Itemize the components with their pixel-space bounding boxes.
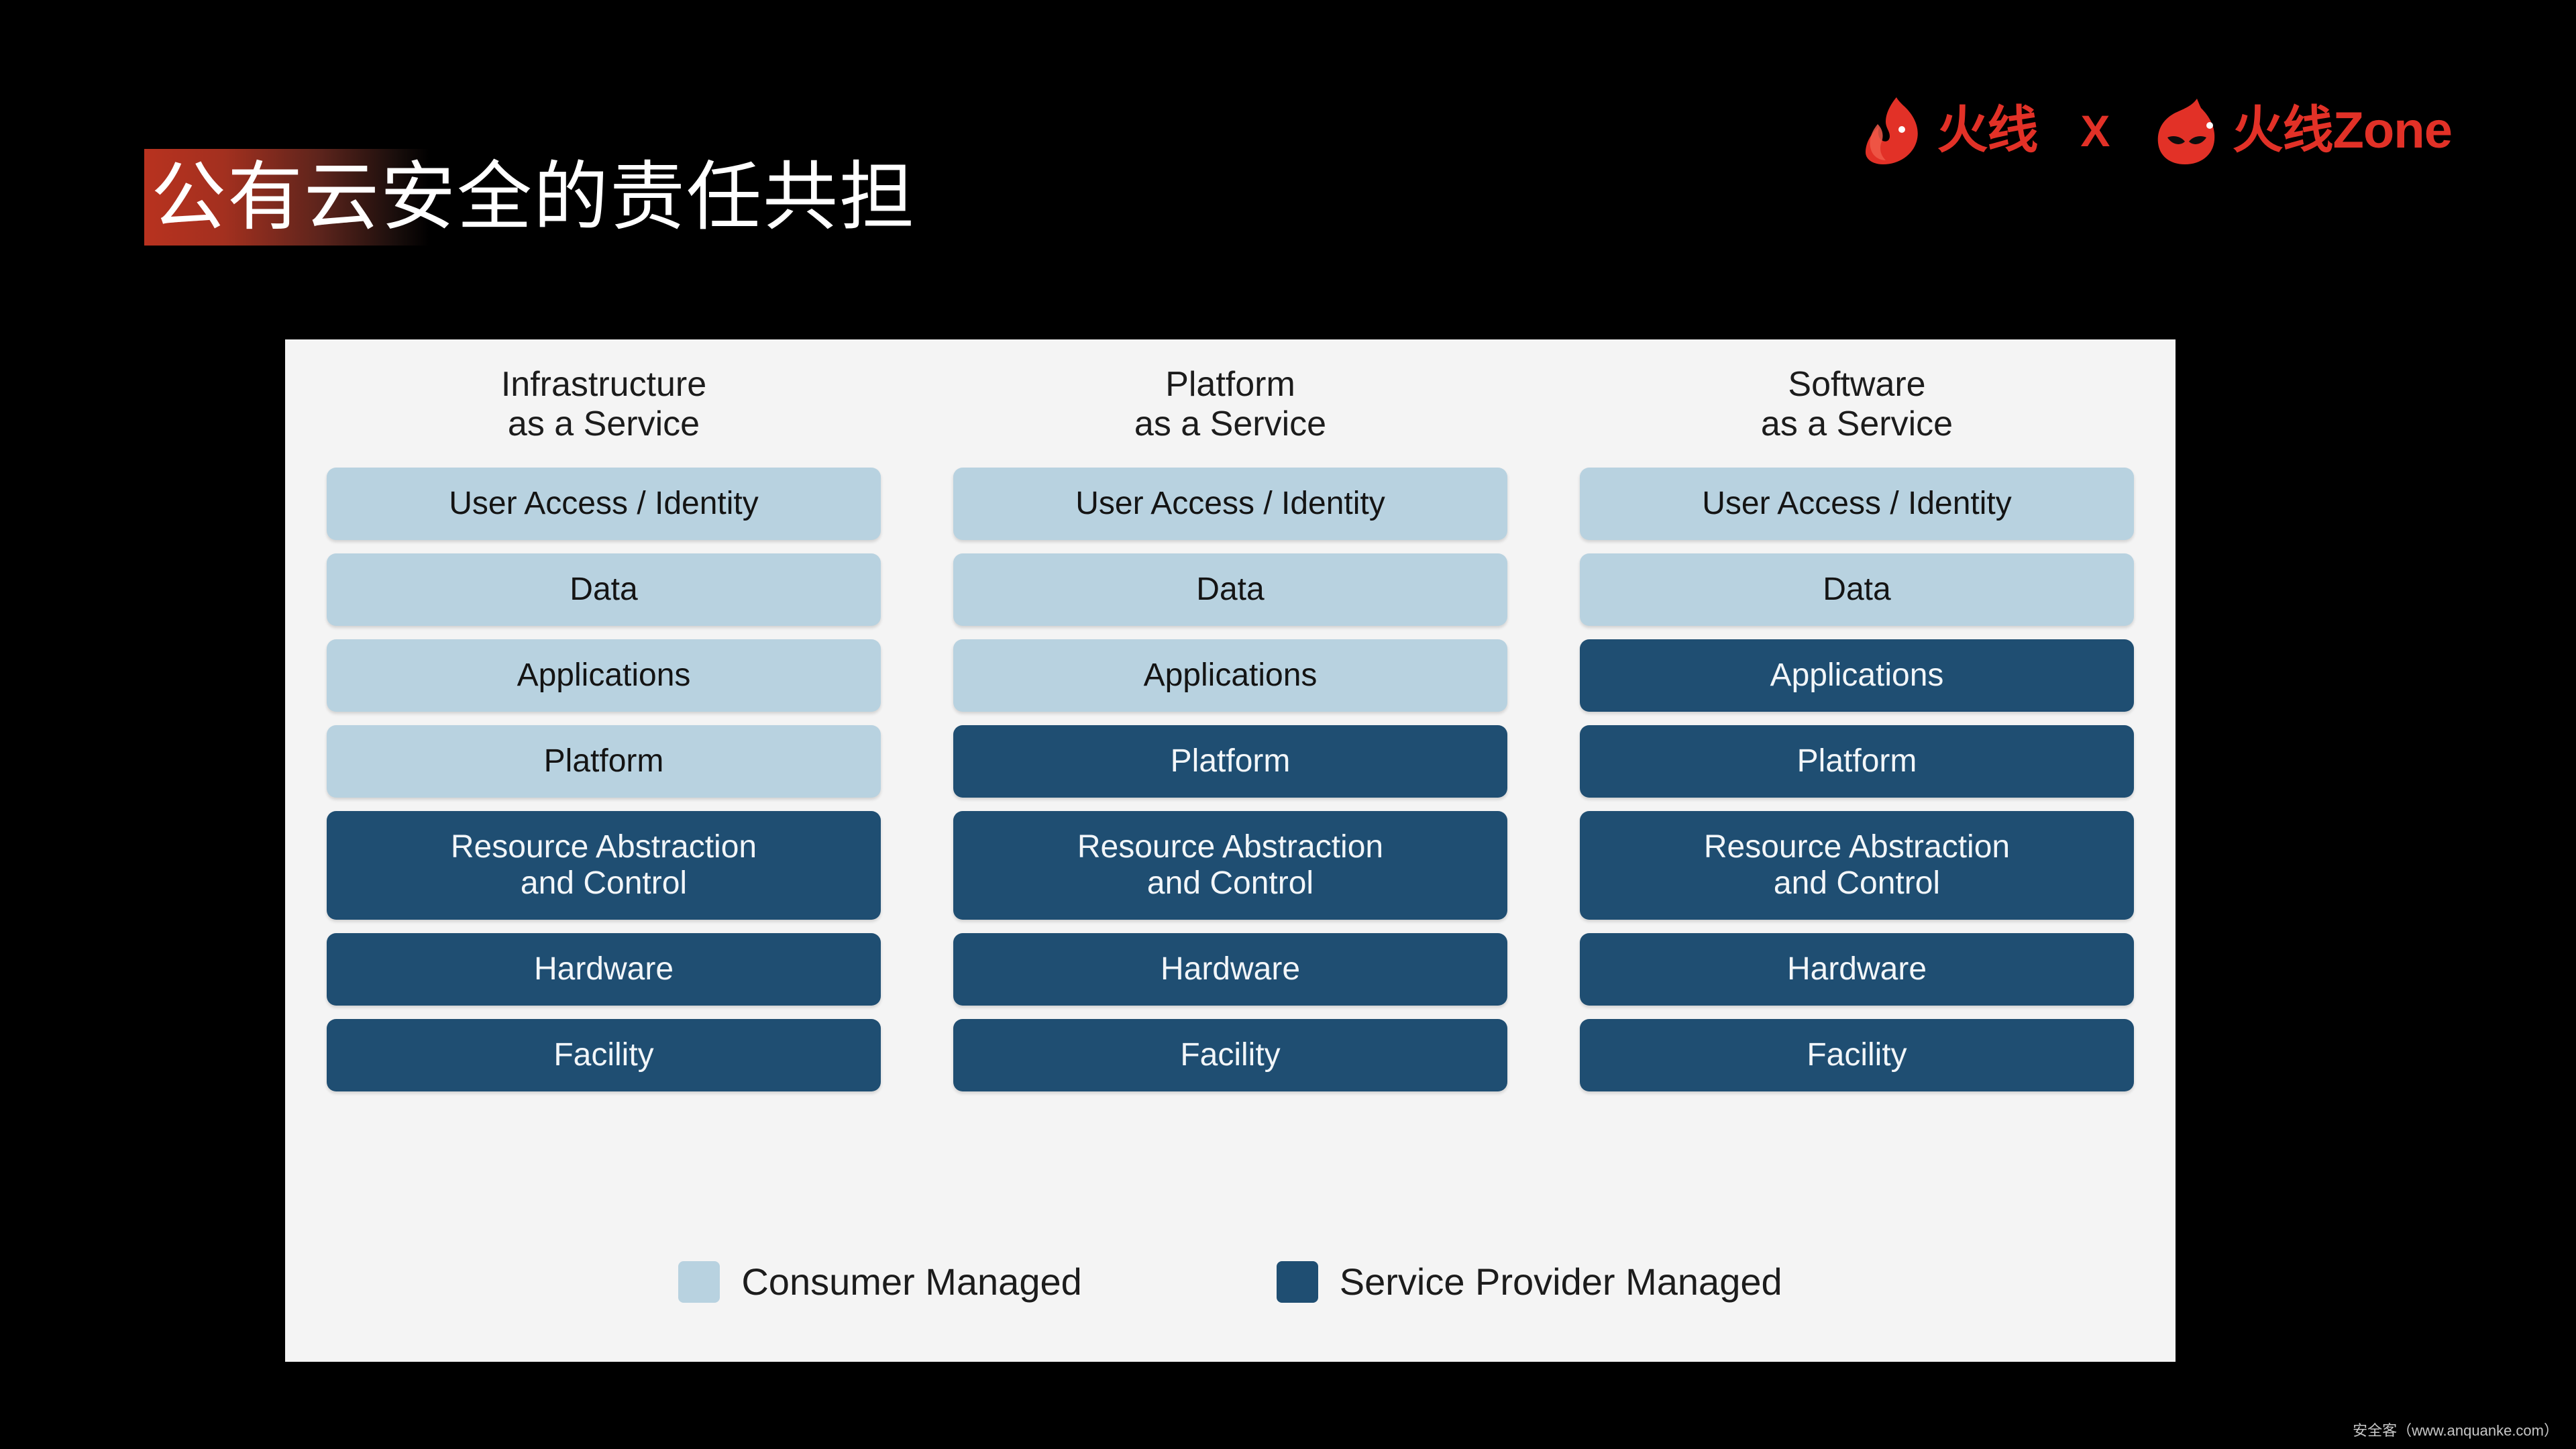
legend-item: Service Provider Managed: [1276, 1260, 1782, 1303]
column-header: Platform as a Service: [1134, 365, 1327, 444]
page-title: 公有云安全的责任共担: [151, 155, 916, 239]
legend-label: Service Provider Managed: [1339, 1260, 1782, 1303]
legend: Consumer Managed Service Provider Managed: [285, 1261, 2176, 1303]
logo-bar: 火线 X 火线Zone: [1860, 94, 2453, 168]
layer-box[interactable]: Resource Abstraction and Control: [953, 810, 1507, 920]
layer-box[interactable]: Applications: [327, 639, 881, 712]
layer-box[interactable]: Facility: [327, 1018, 881, 1091]
legend-swatch: [678, 1261, 720, 1303]
layer-box[interactable]: Hardware: [327, 932, 881, 1006]
layer-box[interactable]: Facility: [953, 1018, 1507, 1091]
flame-icon: [1860, 96, 1925, 166]
logo-huoxian-zone[interactable]: 火线Zone: [2153, 96, 2453, 166]
legend-item: Consumer Managed: [678, 1260, 1082, 1303]
column-header: Software as a Service: [1760, 365, 1953, 444]
title-block: 公有云安全的责任共担: [144, 149, 916, 246]
layer-box[interactable]: Applications: [1580, 639, 2134, 712]
layer-box[interactable]: Facility: [1580, 1018, 2134, 1091]
column-header: Infrastructure as a Service: [500, 365, 707, 444]
layer-box[interactable]: Data: [1580, 553, 2134, 626]
logo-huoxian-label: 火线: [1937, 102, 2038, 159]
layer-box[interactable]: Platform: [327, 724, 881, 798]
layer-box[interactable]: Platform: [953, 724, 1507, 798]
layer-box[interactable]: Applications: [953, 639, 1507, 712]
logo-huoxian[interactable]: 火线: [1860, 96, 2038, 166]
watermark: 安全客（www.anquanke.com）: [2353, 1422, 2559, 1439]
legend-label: Consumer Managed: [741, 1260, 1082, 1303]
layer-box[interactable]: Platform: [1580, 724, 2134, 798]
layer-box[interactable]: User Access / Identity: [953, 467, 1507, 540]
layer-box[interactable]: Hardware: [953, 932, 1507, 1006]
layer-box[interactable]: Resource Abstraction and Control: [327, 810, 881, 920]
layer-box[interactable]: Hardware: [1580, 932, 2134, 1006]
layer-box[interactable]: User Access / Identity: [327, 467, 881, 540]
layer-box[interactable]: Data: [953, 553, 1507, 626]
logo-huoxian-zone-label: 火线Zone: [2232, 102, 2453, 159]
layer-box[interactable]: User Access / Identity: [1580, 467, 2134, 540]
layer-box[interactable]: Resource Abstraction and Control: [1580, 810, 2134, 920]
legend-swatch: [1276, 1261, 1318, 1303]
layer-box[interactable]: Data: [327, 553, 881, 626]
flame-mask-icon: [2153, 96, 2220, 166]
title-highlight-gradient: [144, 149, 429, 246]
logo-separator-x: X: [2080, 106, 2110, 156]
